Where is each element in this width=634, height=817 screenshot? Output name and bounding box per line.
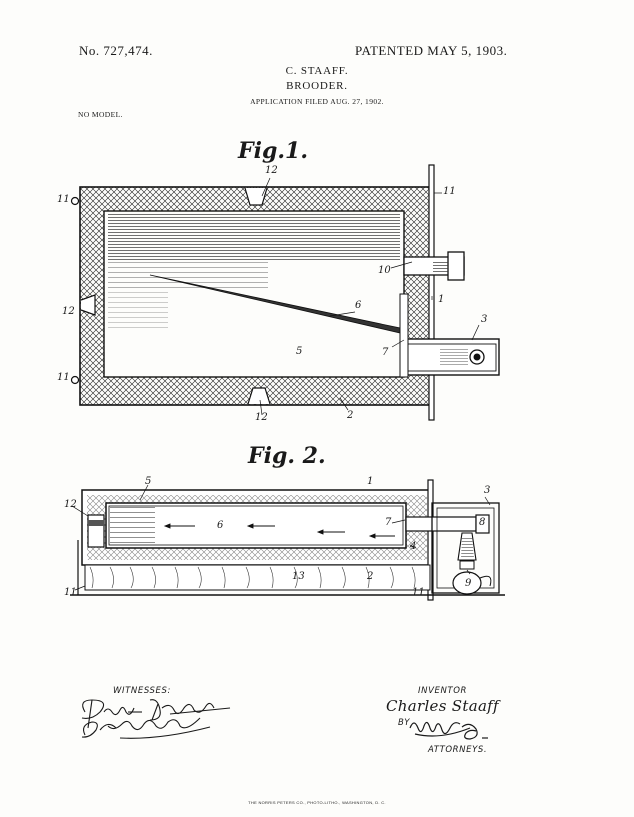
fig2-lamp bbox=[452, 571, 482, 595]
fig2-ref: 11 bbox=[412, 587, 425, 598]
fig2-ref: 9 bbox=[465, 578, 472, 589]
fig2-ref: 11 bbox=[64, 587, 77, 598]
patent-number: No. 727,474. bbox=[79, 43, 153, 58]
fig1-ref: 6 bbox=[355, 300, 362, 311]
fig2-ref: 12 bbox=[64, 499, 77, 510]
fig2-ref: 4 bbox=[410, 541, 417, 552]
fig1-ref: 11 bbox=[57, 194, 70, 205]
fig1-ref: 12 bbox=[265, 165, 278, 176]
witness-signatures bbox=[81, 699, 231, 739]
inventor-signature: Charles Staaff bbox=[386, 697, 499, 715]
fig1-front-plate bbox=[428, 164, 435, 421]
by-label: BY bbox=[398, 718, 411, 728]
attorney-signature bbox=[409, 721, 488, 740]
fig2-ref: 8 bbox=[479, 517, 486, 528]
fig1-ref: 12 bbox=[62, 306, 75, 317]
fig1-ref: 7 bbox=[382, 347, 389, 358]
fig2-curtain bbox=[84, 564, 431, 591]
attorneys-label: ATTORNEYS. bbox=[428, 745, 488, 755]
printer-credit: THE NORRIS PETERS CO., PHOTO-LITHO., WAS… bbox=[248, 800, 386, 805]
fig2-drawing bbox=[70, 479, 505, 601]
fig2-ref: 13 bbox=[292, 571, 305, 582]
fig1-ref: 11 bbox=[57, 372, 70, 383]
fig1-ref: 3 bbox=[481, 314, 488, 325]
fig1-ref: 12 bbox=[255, 412, 268, 423]
fig2-ref: 1 bbox=[367, 476, 374, 487]
fig1-shading-top bbox=[108, 214, 400, 262]
fig2-ref: 5 bbox=[145, 476, 152, 487]
fig2-ref: 7 bbox=[385, 517, 392, 528]
fig1-ref: 1 bbox=[438, 294, 445, 305]
application-filed: APPLICATION FILED AUG. 27, 1902. bbox=[250, 97, 384, 106]
no-model: NO MODEL. bbox=[78, 110, 123, 119]
fig1-drawing bbox=[70, 164, 500, 421]
invention-title: BROODER. bbox=[286, 80, 348, 92]
fig1-ref: 10 bbox=[378, 265, 391, 276]
witnesses-label: WITNESSES: bbox=[113, 686, 171, 696]
fig1-ref: 2 bbox=[347, 410, 354, 421]
fig1-label: Fig.1. bbox=[238, 138, 308, 164]
patented-date: PATENTED MAY 5, 1903. bbox=[355, 43, 508, 58]
fig2-ref: 3 bbox=[484, 485, 491, 496]
inventor-name: C. STAAFF. bbox=[285, 65, 349, 77]
fig1-ref: 11 bbox=[443, 186, 456, 197]
fig2-label: Fig. 2. bbox=[248, 443, 326, 469]
inventor-label: INVENTOR bbox=[418, 686, 467, 696]
fig2-ref: 6 bbox=[217, 520, 224, 531]
fig1-ref: 5 bbox=[296, 346, 303, 357]
fig2-ref: 2 bbox=[367, 571, 374, 582]
fig2-inner-drum bbox=[105, 502, 407, 549]
